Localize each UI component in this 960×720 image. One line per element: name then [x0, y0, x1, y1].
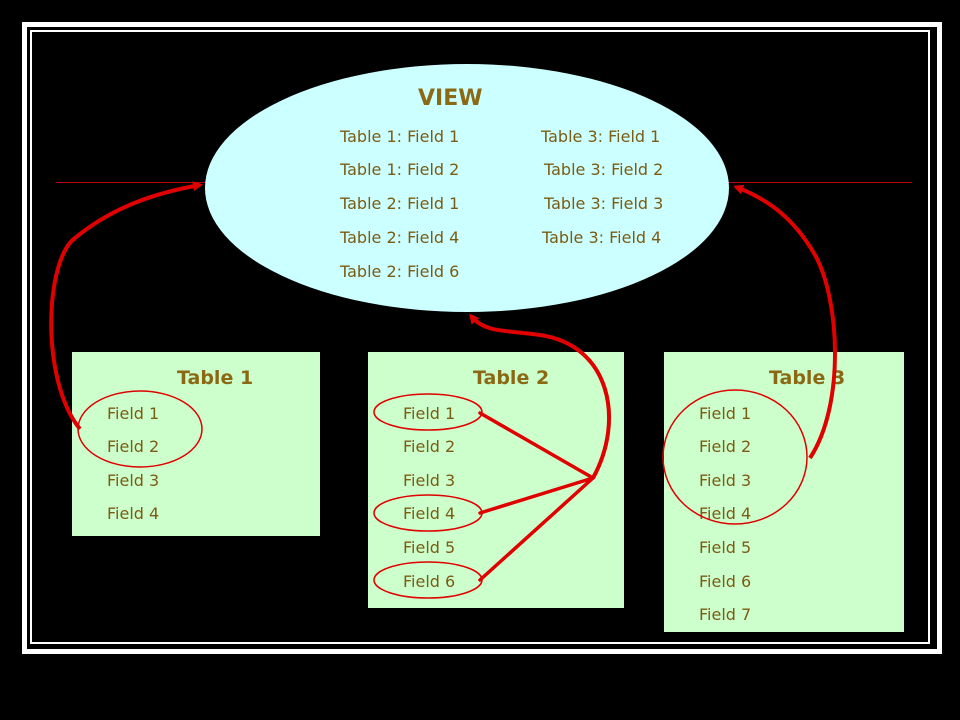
table-3-field-6: Field 6 [699, 572, 752, 591]
view-field-left-3: Table 2: Field 1 [340, 194, 460, 213]
table-1-box [72, 352, 320, 536]
view-field-left-1: Table 1: Field 1 [340, 127, 460, 146]
view-field-right-4: Table 3: Field 4 [542, 228, 662, 247]
table-1-field-4: Field 4 [107, 504, 160, 523]
table-3-to-view-arrow [733, 184, 837, 460]
table-2-field-1: Field 1 [403, 404, 456, 423]
table-2-field-1-highlight [373, 393, 483, 431]
table-2-connector-line-3 [478, 476, 595, 582]
table-1-field-1: Field 1 [107, 404, 160, 423]
table-2-field-6: Field 6 [403, 572, 456, 591]
table-1-title: Table 1 [177, 367, 254, 389]
table-3-title: Table 3 [769, 367, 846, 389]
table-2-to-view-arrow [469, 313, 612, 479]
table-3-box [664, 352, 904, 632]
table-1-field-highlight [77, 390, 203, 468]
right-guide-line [728, 182, 912, 183]
table-2-field-3: Field 3 [403, 471, 456, 490]
view-field-left-2: Table 1: Field 2 [340, 160, 460, 179]
table-2-connector-line-1 [478, 411, 595, 480]
table-1-to-view-arrow [49, 181, 203, 431]
table-1-field-2: Field 2 [107, 437, 160, 456]
view-ellipse [205, 64, 729, 312]
view-field-left-5: Table 2: Field 6 [340, 262, 460, 281]
table-2-title: Table 2 [473, 367, 550, 389]
table-1-field-3: Field 3 [107, 471, 160, 490]
table-3-field-2: Field 2 [699, 437, 752, 456]
table-2-connector-line-2 [478, 476, 595, 515]
table-2-field-5: Field 5 [403, 538, 456, 557]
table-3-field-7: Field 7 [699, 605, 752, 624]
table-2-field-4-highlight [373, 494, 483, 532]
inner-frame [30, 30, 930, 644]
left-guide-line [56, 182, 206, 183]
view-title: VIEW [418, 86, 483, 111]
view-field-right-3: Table 3: Field 3 [544, 194, 664, 213]
table-2-field-6-highlight [373, 561, 483, 599]
table-2-field-4: Field 4 [403, 504, 456, 523]
table-3-field-1: Field 1 [699, 404, 752, 423]
view-field-left-4: Table 2: Field 4 [340, 228, 460, 247]
view-field-right-2: Table 3: Field 2 [544, 160, 664, 179]
table-3-field-3: Field 3 [699, 471, 752, 490]
view-field-right-1: Table 3: Field 1 [541, 127, 661, 146]
table-3-field-4: Field 4 [699, 504, 752, 523]
outer-frame [22, 22, 942, 654]
table-3-field-highlight [662, 389, 808, 525]
table-3-field-5: Field 5 [699, 538, 752, 557]
table-2-field-2: Field 2 [403, 437, 456, 456]
